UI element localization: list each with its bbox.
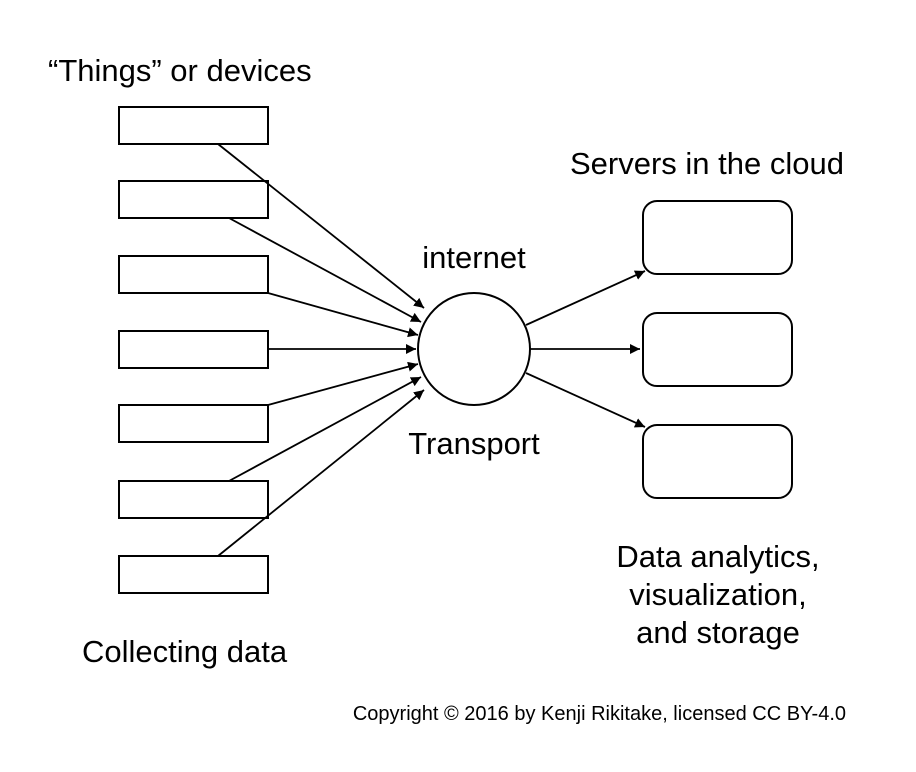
device-to-internet-arrow: [267, 292, 419, 338]
servers-label: Servers in the cloud: [570, 146, 844, 181]
server-box: [642, 312, 793, 387]
device-box: [118, 480, 269, 519]
internet-hub-circle: [417, 292, 531, 406]
device-box: [118, 255, 269, 294]
device-box: [118, 330, 269, 369]
device-to-internet-arrow: [217, 143, 425, 309]
internet-to-server-arrow: [525, 270, 646, 326]
collecting-data-label: Collecting data: [82, 634, 288, 669]
analytics-label-line2: visualization,: [629, 577, 806, 612]
device-to-internet-arrow: [228, 376, 422, 482]
server-box: [642, 424, 793, 499]
device-to-internet-arrow: [228, 217, 422, 323]
transport-label: Transport: [408, 426, 540, 461]
internet-label: internet: [422, 240, 526, 275]
copyright-notice: Copyright © 2016 by Kenji Rikitake, lice…: [353, 703, 846, 725]
device-box: [118, 106, 269, 145]
analytics-label-line1: Data analytics,: [616, 539, 819, 574]
internet-to-server-arrow: [525, 372, 646, 428]
analytics-label-line3: and storage: [636, 615, 800, 650]
devices-label: “Things” or devices: [48, 53, 312, 88]
device-box: [118, 404, 269, 443]
device-to-internet-arrow: [217, 389, 425, 557]
device-to-internet-arrow: [267, 361, 419, 406]
device-box: [118, 555, 269, 594]
server-box: [642, 200, 793, 275]
device-box: [118, 180, 269, 219]
